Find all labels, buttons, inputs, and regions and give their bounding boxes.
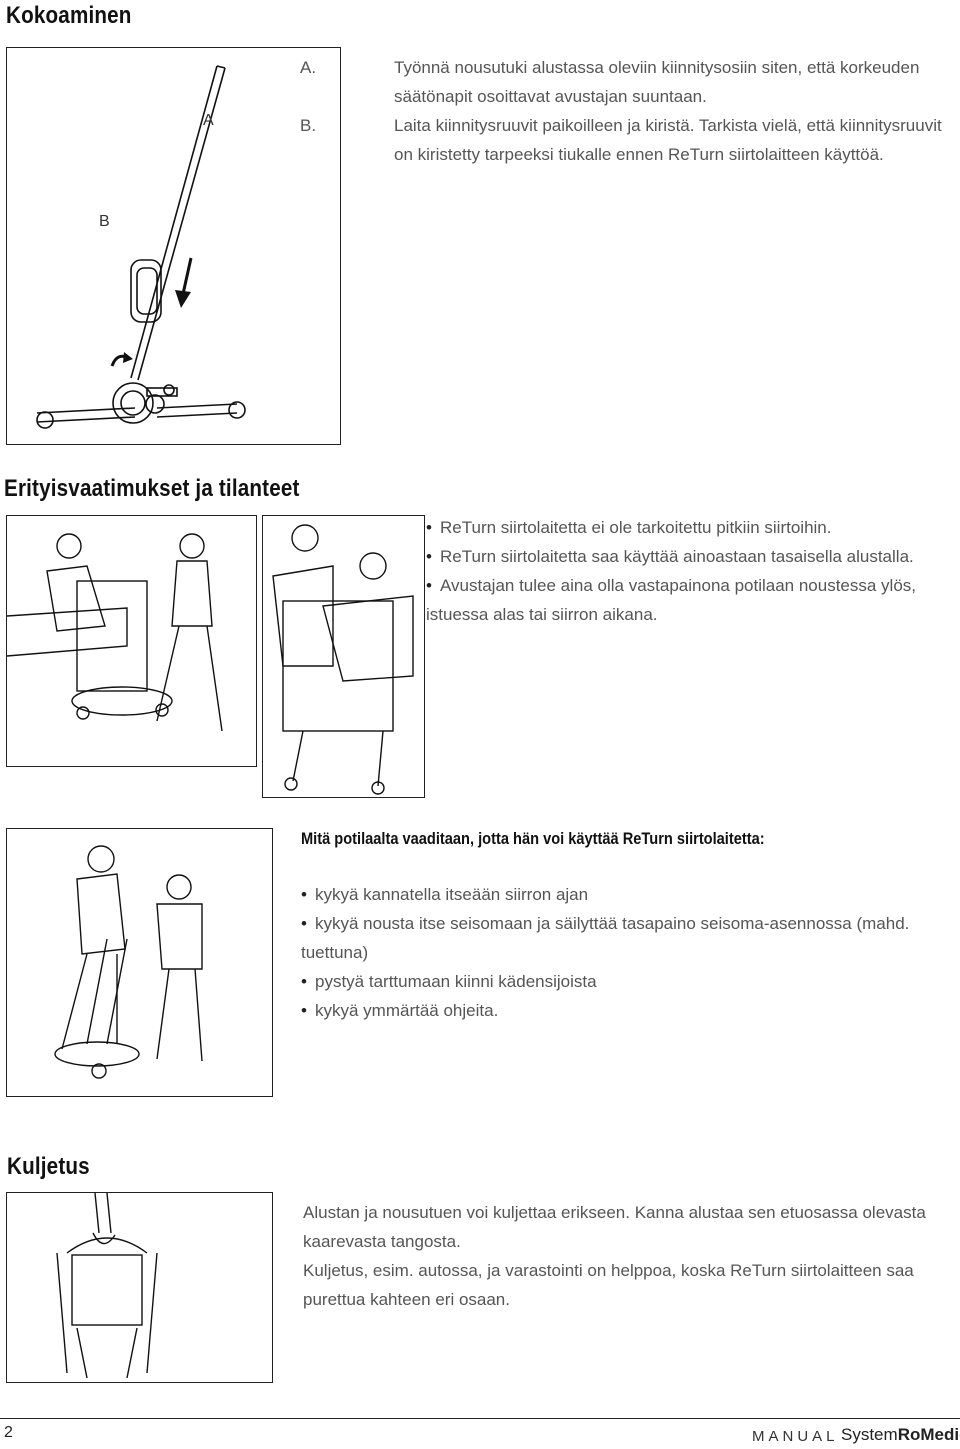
step-a-label: A. xyxy=(300,58,317,77)
step-b: B. Laita kiinnitysruuvit paikoilleen ja … xyxy=(300,111,950,169)
assembly-steps: A. Työnnä nousutuki alustassa oleviin ki… xyxy=(300,53,950,169)
step-a: A. Työnnä nousutuki alustassa oleviin ki… xyxy=(300,53,950,111)
assembly-illustration xyxy=(36,65,246,429)
step-a-line-2: säätönapit osoittavat avustajan suuntaan… xyxy=(394,87,707,106)
down-arrow-icon xyxy=(175,257,193,308)
assembly-figure: A B xyxy=(6,47,341,445)
transport-line-1: Alustan ja nousutuen voi kuljettaa eriks… xyxy=(303,1203,926,1222)
req-bullet-1: kykyä kannatella itseään siirron ajan xyxy=(301,880,951,909)
step-a-line-1: Työnnä nousutuki alustassa oleviin kiinn… xyxy=(394,58,920,77)
page-number: 2 xyxy=(4,1424,13,1441)
section-title-kuljetus: Kuljetus xyxy=(7,1153,90,1180)
brand-logo: SystemRoMedic™ xyxy=(841,1425,960,1445)
step-b-line-1: Laita kiinnitysruuvit paikoilleen ja kir… xyxy=(394,116,942,135)
special-requirements: ReTurn siirtolaitetta ei ole tarkoitettu… xyxy=(426,513,956,629)
special-bullet-3: Avustajan tulee aina olla vastapainona p… xyxy=(426,571,956,600)
transport-line-2: kaarevasta tangosta. xyxy=(303,1232,461,1251)
walking-figure xyxy=(6,828,273,1097)
brand-system: System xyxy=(841,1425,898,1444)
req-bullet-2-continuation: tuettuna) xyxy=(301,943,369,962)
carry-figure xyxy=(6,1192,273,1383)
special-bullet-3-continuation: istuessa alas tai siirron aikana. xyxy=(426,605,658,624)
transfer-illustration-1 xyxy=(6,533,223,732)
transport-line-3: Kuljetus, esim. autossa, ja varastointi … xyxy=(303,1261,914,1280)
footer-manual: MANUAL xyxy=(752,1428,839,1445)
section-title-erityisvaatimukset: Erityisvaatimukset ja tilanteet xyxy=(4,475,300,502)
figure-label-b: B xyxy=(99,213,110,230)
patient-requirements: kykyä kannatella itseään siirron ajan ky… xyxy=(301,880,951,1025)
transport-text: Alustan ja nousutuen voi kuljettaa eriks… xyxy=(303,1198,953,1314)
special-bullet-2: ReTurn siirtolaitetta saa käyttää ainoas… xyxy=(426,542,956,571)
transport-line-4: purettua kahteen eri osaan. xyxy=(303,1290,510,1309)
walking-illustration xyxy=(54,845,203,1079)
step-b-line-2: on kiristetty tarpeeksi tiukalle ennen R… xyxy=(394,145,884,164)
brand-romedic: RoMedic xyxy=(897,1425,960,1444)
carry-illustration xyxy=(56,1192,158,1379)
footer-divider xyxy=(0,1418,960,1419)
transfer-figure-2 xyxy=(262,515,425,798)
req-bullet-2: kykyä nousta itse seisomaan ja säilyttää… xyxy=(301,909,951,938)
requirements-heading: Mitä potilaalta vaaditaan, jotta hän voi… xyxy=(301,829,765,848)
step-b-label: B. xyxy=(300,116,317,135)
transfer-illustration-2 xyxy=(272,524,414,795)
transfer-figure-1 xyxy=(6,515,257,767)
special-bullet-1: ReTurn siirtolaitetta ei ole tarkoitettu… xyxy=(426,513,956,542)
req-bullet-3: pystyä tarttumaan kiinni kädensijoista xyxy=(301,967,951,996)
req-bullet-4: kykyä ymmärtää ohjeita. xyxy=(301,996,951,1025)
figure-label-a: A xyxy=(203,112,214,129)
rotate-arrow-icon xyxy=(110,352,133,367)
section-title-kokoaminen: Kokoaminen xyxy=(6,2,132,29)
